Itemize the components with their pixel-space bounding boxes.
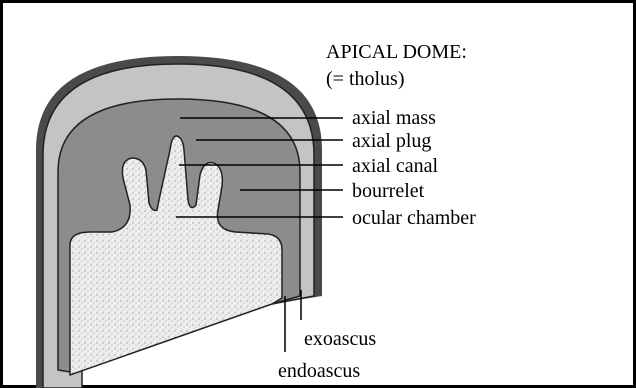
axial-mass-label: axial mass xyxy=(352,107,436,129)
axial-canal-label: axial canal xyxy=(352,155,438,177)
axial-plug-label: axial plug xyxy=(352,130,431,152)
exoascus-label: exoascus xyxy=(304,328,376,350)
bourrelet-label: bourrelet xyxy=(352,180,425,202)
endoascus-label: endoascus xyxy=(278,360,360,382)
title-label: APICAL DOME: xyxy=(326,41,467,63)
ocular-chamber-label: ocular chamber xyxy=(352,207,476,229)
subtitle-label: (= tholus) xyxy=(326,68,405,90)
